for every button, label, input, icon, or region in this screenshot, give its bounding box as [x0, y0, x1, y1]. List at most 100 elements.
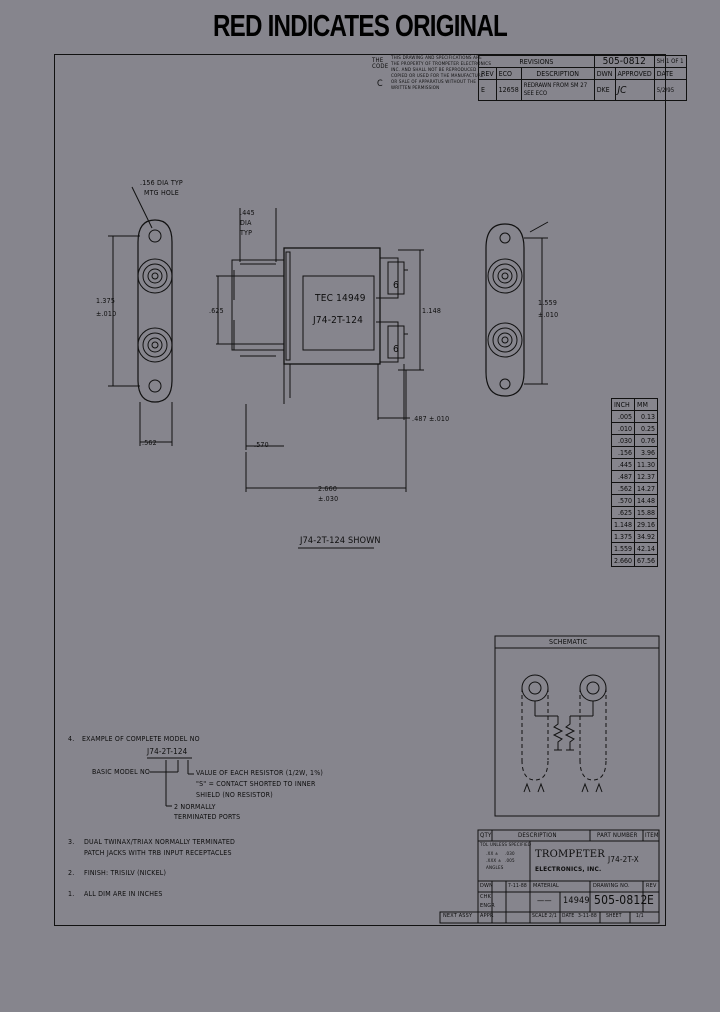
dim-1375-tol: ±.010: [96, 310, 117, 318]
mm-value: 3.96: [634, 446, 659, 459]
tb-tolerance: .XXX ±: [486, 859, 502, 864]
mm-value: 15.88: [634, 506, 659, 519]
revision-table: REVISIONS 505-0812 SH 1 OF 1 REV ECO DES…: [478, 55, 687, 101]
dim-1559: 1.559: [538, 299, 558, 307]
tb-rev: E: [647, 893, 655, 907]
note-number: 3.: [68, 838, 75, 846]
notice-line: THE PROPERTY OF TROMPETER ELECTRONICS: [391, 62, 492, 67]
inch-value: .445: [610, 458, 636, 471]
front-view-left: [108, 186, 173, 446]
tb-qty: QTY: [480, 832, 492, 839]
mm-value: 11.30: [634, 458, 659, 471]
dim-487: .487 ±.010: [412, 415, 450, 423]
tb-chk: CHK: [480, 894, 492, 900]
note-text: FINISH: TRISILV (NICKEL): [84, 869, 167, 877]
dim-625: .625: [209, 307, 224, 315]
note-number: 4.: [68, 735, 75, 743]
tb-date: 3-11-88: [578, 913, 597, 919]
tb-appr: APPR: [480, 913, 494, 919]
tb-code-ident: 14949: [563, 896, 590, 906]
note-text: DUAL TWINAX/TRIAX NORMALLY TERMINATED: [84, 838, 236, 846]
tb-tolerance: TOL UNLESS SPECIFIED: [480, 843, 532, 848]
inch-value: .030: [610, 434, 636, 447]
label-plate-line: J74-2T-124: [313, 315, 364, 326]
shown-caption: J74-2T-124 SHOWN: [300, 536, 381, 546]
tb-drawing-no: 505-0812: [594, 893, 648, 907]
jack-mark: 6: [393, 344, 399, 355]
mm-value: 12.37: [634, 470, 659, 483]
inch-value: 2.660: [610, 554, 636, 567]
rev-desc-line: REDRAWN FROM SM 27: [523, 82, 588, 89]
resistor-value-note: SHIELD (NO RESISTOR): [196, 791, 273, 799]
mm-value: 42.14: [634, 542, 659, 555]
mm-value: 14.48: [634, 494, 659, 507]
notice-line: THIS DRAWING AND SPECIFICATIONS ARE: [391, 56, 482, 61]
tb-drawing-no-label: DRAWING NO.: [593, 883, 630, 889]
tb-dwn: DWN: [480, 883, 494, 889]
title-block-frame: [439, 829, 660, 924]
tb-material-label: MATERIAL: [533, 883, 560, 889]
tb-scale: SCALE 2/1: [532, 913, 557, 919]
notice-code: C: [377, 79, 383, 89]
pin-dia-label: .445: [240, 209, 255, 217]
inch-value: .562: [610, 482, 636, 495]
dim-562: .562: [142, 439, 157, 447]
mm-value: 0.25: [634, 422, 659, 435]
inch-value: 1.559: [610, 542, 636, 555]
basic-model-label: BASIC MODEL NO: [92, 768, 151, 776]
conversion-header: INCH: [610, 398, 636, 411]
dim-1375: 1.375: [96, 297, 116, 305]
inch-value: .625: [610, 506, 636, 519]
rev-desc-line: SEE ECO: [523, 90, 548, 97]
dim-2660: 2.660: [318, 485, 338, 493]
notice-line: WRITTEN PERMISSION: [391, 86, 440, 91]
mm-value: 14.27: [634, 482, 659, 495]
ports-note: 2 NORMALLY: [174, 803, 216, 811]
dim-570: .570: [254, 441, 269, 449]
inch-value: 1.148: [610, 518, 636, 531]
label-plate-line: TEC 14949: [315, 293, 366, 304]
mtg-hole-label: .156 DIA TYP: [140, 179, 183, 187]
tb-next-assy: NEXT ASSY: [443, 913, 473, 919]
inch-value: 1.375: [610, 530, 636, 543]
note-text: ALL DIM ARE IN INCHES: [84, 890, 163, 898]
tb-tolerance: ANGLES: [486, 866, 504, 871]
resistor-value-note: VALUE OF EACH RESISTOR (1/2W, 1%): [196, 769, 324, 777]
rev-cell: 12658: [495, 79, 522, 101]
pin-dia-label: DIA: [240, 219, 252, 227]
tb-company: TROMPETER: [535, 849, 605, 860]
note-number: 1.: [68, 890, 75, 898]
tb-part: J74-2T-X: [608, 855, 639, 864]
conversion-header: MM: [634, 398, 659, 411]
rev-approval: JC: [614, 79, 655, 101]
tb-rev-label: REV: [646, 883, 657, 889]
notice-line: OR SALE OF APPARATUS WITHOUT THE: [391, 80, 477, 85]
notice-tag: THE CODE: [372, 57, 389, 70]
tb-sheet: 1/1: [636, 913, 644, 919]
example-model-no: J74-2T-124: [147, 747, 188, 756]
drawing-sheet: [54, 54, 666, 926]
notice-line: COPIED OR USED FOR THE MANUFACTURE: [391, 74, 484, 79]
mm-value: 0.76: [634, 434, 659, 447]
mm-value: 0.13: [634, 410, 659, 423]
tb-sheet-label: SHEET: [606, 913, 622, 919]
tb-part-number: PART NUMBER: [597, 832, 638, 839]
pin-dia-label: TYP: [240, 229, 253, 237]
schematic-title: SCHEMATIC: [549, 638, 588, 646]
schematic-box: [494, 635, 660, 817]
dim-1148: 1.148: [422, 307, 442, 315]
ports-note: TERMINATED PORTS: [174, 813, 241, 821]
inch-value: .005: [610, 410, 636, 423]
inch-value: .156: [610, 446, 636, 459]
tb-item: ITEM: [645, 832, 659, 839]
